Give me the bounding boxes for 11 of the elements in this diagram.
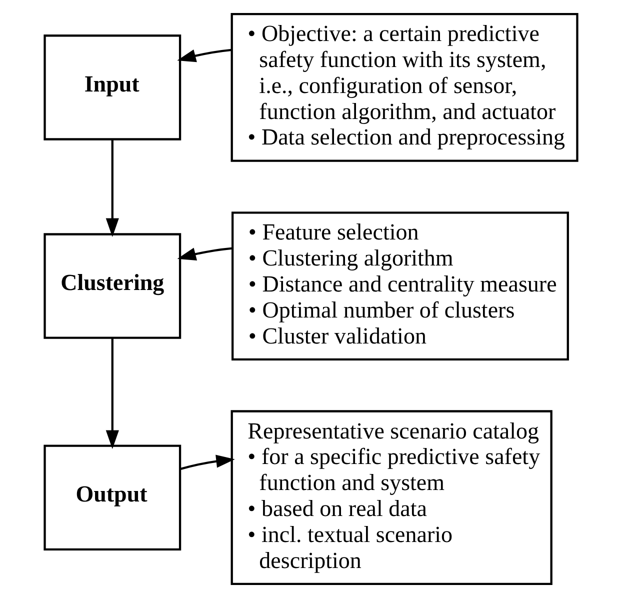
arrow [106,338,119,450]
node-box: Clustering [44,233,182,339]
arrow [177,247,232,260]
arrow [106,139,119,237]
node-box: • Feature selection • Clustering algorithm • Distance and centrality measure • Optimal number of clusters • Cluster validation [231,212,569,361]
node-box: Output [44,444,182,550]
node-box: Representative scenario catalog • for a specific predictive safety function and system • based on real data • incl. textual scenario description [230,410,552,586]
node-box: • Objective: a certain predictive safety function with its system, i.e., configuration of sensor, function algorithm, and actuator • Data selection and preprocessing [230,12,578,162]
node-box: Input [44,34,182,140]
arrow [180,454,235,470]
arrow [177,48,232,62]
